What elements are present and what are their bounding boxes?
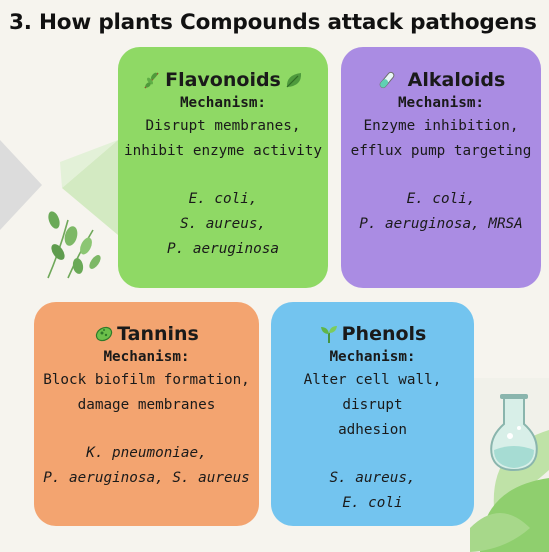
mechanism-label: Mechanism: — [103, 349, 190, 365]
flask-with-leaves-illustration — [470, 378, 549, 552]
seedling-icon — [320, 326, 337, 343]
pathogen-line: P. aeruginosa — [167, 241, 279, 257]
card-title: Flavonoids — [165, 69, 281, 91]
pathogen-line: K. pneumoniae, — [86, 445, 207, 461]
herb-icon — [144, 72, 159, 89]
mechanism-line: adhesion — [338, 422, 407, 438]
diamond-shapes — [0, 140, 118, 235]
card-title: Alkaloids — [407, 69, 506, 91]
card-tannins: Tannins Mechanism: Block biofilm formati… — [34, 302, 259, 526]
pathogen-line: P. aeruginosa, S. aureus — [43, 470, 250, 486]
leaf-icon — [286, 73, 301, 88]
pathogen-line: S. aureus, — [329, 470, 416, 486]
card-title: Phenols — [341, 323, 427, 345]
mechanism-label: Mechanism: — [179, 95, 267, 111]
mechanism-line: damage membranes — [77, 397, 216, 413]
pathogen-line: E. coli, — [188, 191, 258, 207]
test-tube-icon — [379, 71, 395, 89]
card-header: Flavonoids — [118, 68, 328, 92]
mechanism-label: Mechanism: — [397, 95, 485, 111]
pathogen-line: S. aureus, — [179, 216, 267, 232]
mechanism-line: inhibit enzyme activity — [124, 143, 322, 159]
mechanism-line: efflux pump targeting — [350, 143, 532, 159]
card-title: Tannins — [117, 323, 199, 345]
card-header: Tannins — [34, 322, 259, 346]
mechanism-line: Block biofilm formation, — [43, 372, 250, 388]
card-flavonoids: Flavonoids Mechanism: Disrupt membranes,… — [118, 47, 328, 288]
page-title: 3. How plants Compounds attack pathogens — [9, 10, 537, 35]
plant-sprig-illustration — [47, 211, 101, 279]
mechanism-line: Alter cell wall, disrupt — [303, 372, 442, 413]
card-alkaloids: Alkaloids Mechanism: Enzyme inhibition, … — [341, 47, 541, 288]
mechanism-line: Enzyme inhibition, — [363, 118, 519, 134]
pathogen-line: E. coli, — [406, 191, 476, 207]
pathogen-line: E. coli — [342, 495, 403, 511]
pathogen-line: P. aeruginosa, MRSA — [359, 216, 523, 232]
microbe-icon — [95, 326, 113, 342]
card-header: Alkaloids — [341, 68, 541, 92]
card-phenols: Phenols Mechanism: Alter cell wall, disr… — [271, 302, 474, 526]
mechanism-line: Disrupt membranes, — [145, 118, 301, 134]
mechanism-label: Mechanism: — [329, 349, 416, 365]
card-header: Phenols — [271, 322, 474, 346]
